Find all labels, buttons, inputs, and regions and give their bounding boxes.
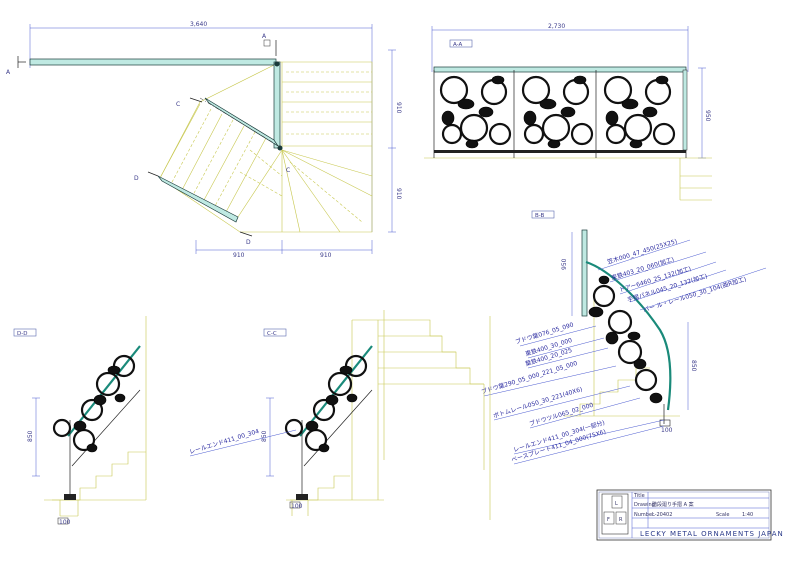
callout-c-1: レールエンド411_00_304 (189, 428, 261, 456)
title-block-row1-label: Title (633, 493, 645, 499)
section-mark-a-left: A (6, 69, 11, 76)
plan-bottom-dim-left: 910 (233, 252, 245, 259)
ornament-panel-c (284, 354, 368, 453)
elevation-d-d-base: 100 (59, 519, 71, 526)
plan-view: 3,640 910 910 910 910 (6, 21, 402, 259)
elevation-b-b-base: 100 (661, 427, 673, 434)
plan-handrail-corner (273, 61, 281, 149)
ornament-panel-2 (521, 75, 594, 149)
ornament-panel-d (52, 354, 136, 453)
elevation-b-b-newel (581, 229, 588, 317)
elevation-b-b: B-B 950 850 100 (480, 210, 767, 465)
elevation-b-b-height-top: 950 (561, 258, 568, 270)
elevation-b-b-handrail (585, 260, 672, 411)
elevation-c-c: C-C 850 (189, 310, 491, 520)
elevation-a-a-bottom-rail (434, 150, 686, 153)
section-mark-a-right: A (262, 33, 267, 40)
plan-handrail-lower-flight (157, 175, 239, 223)
ornament-panel-3 (603, 75, 676, 149)
elevation-c-c-label: C-C (267, 331, 277, 337)
elevation-a-a-width: 2,730 (548, 23, 565, 30)
plan-newel-post (274, 61, 280, 67)
title-block-number: L-20402 (652, 512, 672, 518)
title-block-drawing-name: 階段廻り手摺 A 案 (652, 501, 694, 508)
company-logo: L F R (601, 493, 629, 535)
logo-letter-r: R (619, 517, 623, 523)
plan-handrail-upper-flight (204, 97, 279, 147)
elevation-d-d-label: D-D (17, 331, 27, 337)
elevation-b-b-label: B-B (535, 213, 545, 219)
plan-right-dim-1: 910 (395, 102, 402, 114)
title-block-row3-label: Number (634, 512, 655, 518)
ornament-panel-1 (439, 75, 512, 149)
elevation-a-a-top-rail (433, 66, 687, 73)
title-block: Title Drawing 階段廻り手摺 A 案 Number L-20402 … (596, 489, 784, 541)
elevation-d-d: D-D 850 100 (13, 316, 147, 526)
section-mark-d2: D (246, 239, 251, 246)
plan-bottom-dim-right: 910 (320, 252, 332, 259)
section-mark-c: C (176, 101, 180, 108)
plan-right-dim-2: 910 (395, 188, 402, 200)
plan-newel-post (277, 145, 283, 151)
section-mark-d: D (134, 175, 139, 182)
elevation-d-d-height: 850 (27, 430, 34, 442)
title-block-row2-label: Drawing (634, 502, 655, 508)
elevation-b-b-height-side: 850 (690, 360, 697, 372)
title-block-scale: 1:40 (742, 512, 753, 518)
elevation-a-a-label: A-A (453, 42, 463, 48)
elevation-c-c-base: 100 (291, 503, 303, 510)
elevation-c-c-height: 850 (261, 430, 268, 442)
ornament-panel-b (588, 275, 663, 404)
logo-letter-f: F (607, 517, 610, 523)
logo-letter-l: L (615, 501, 618, 507)
elevation-a-a-height: 950 (704, 110, 711, 122)
title-block-scale-label: Scale (716, 512, 729, 518)
plan-handrail-top (29, 58, 277, 66)
company-name: LECKY METAL ORNAMENTS JAPAN (640, 530, 784, 538)
elevation-a-a: A-A 2,730 950 (424, 23, 712, 201)
section-mark-c2: C (286, 167, 290, 174)
plan-overall-width: 3,640 (190, 21, 207, 28)
